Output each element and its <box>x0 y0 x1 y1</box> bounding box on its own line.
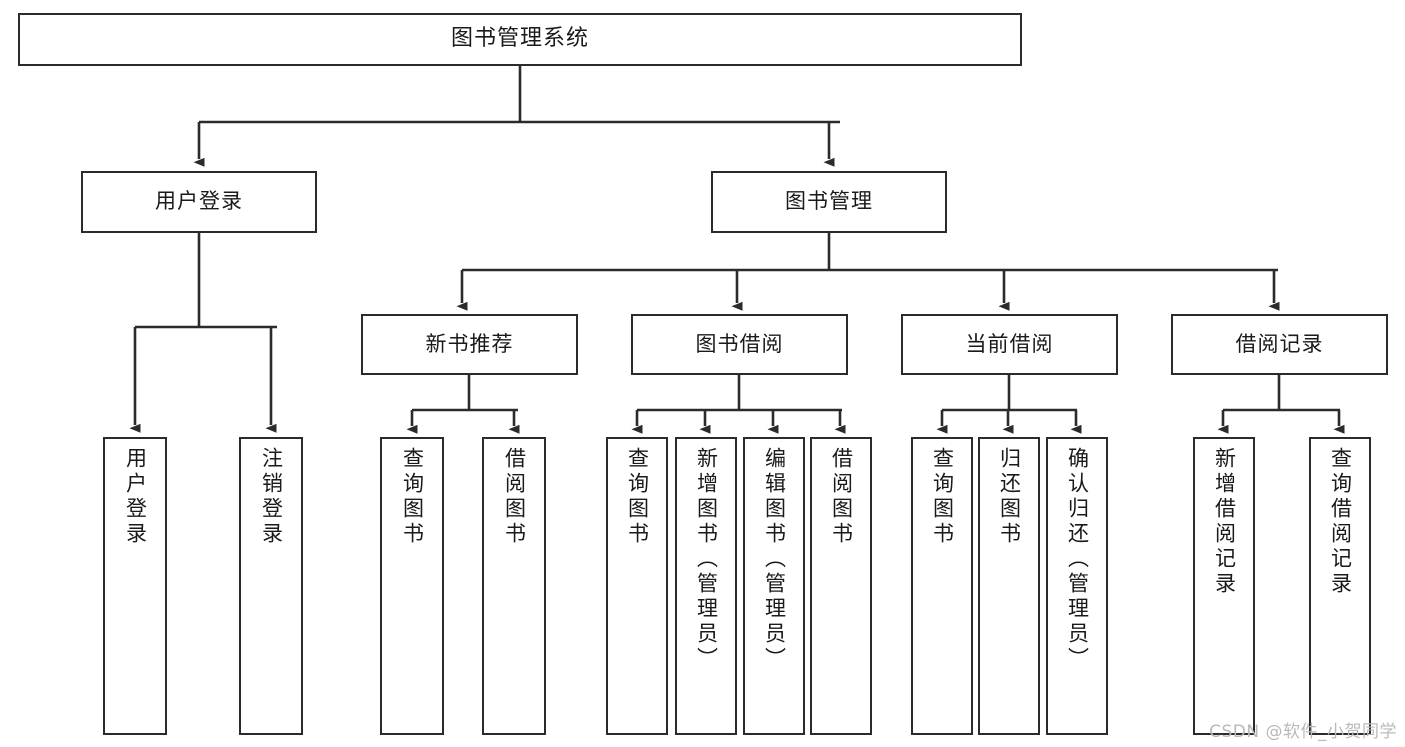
leaf-current-borrow-1[interactable]: 归还图书 <box>978 437 1040 735</box>
leaf-book-borrow-0-label: 查询图书 <box>625 447 650 547</box>
leaf-borrow-records-1-label: 查询借阅记录 <box>1328 447 1353 597</box>
node-book-manage[interactable]: 图书管理 <box>711 171 947 233</box>
leaf-user-login-0-label: 用户登录 <box>123 447 148 547</box>
leaf-current-borrow-2-label: 确认归还（管理员） <box>1065 447 1090 672</box>
leaf-borrow-records-0-label: 新增借阅记录 <box>1212 447 1237 597</box>
leaf-new-book-1-label: 借阅图书 <box>502 447 527 547</box>
leaf-borrow-records-1[interactable]: 查询借阅记录 <box>1309 437 1371 735</box>
node-borrow-records[interactable]: 借阅记录 <box>1171 314 1388 375</box>
node-current-borrow-label: 当前借阅 <box>965 331 1054 356</box>
leaf-user-login-1-label: 注销登录 <box>259 447 284 547</box>
node-root[interactable]: 图书管理系统 <box>18 13 1022 66</box>
leaf-book-borrow-3-label: 借阅图书 <box>829 447 854 547</box>
leaf-book-borrow-1-label: 新增图书（管理员） <box>694 447 719 672</box>
leaf-book-borrow-3[interactable]: 借阅图书 <box>810 437 872 735</box>
node-root-label: 图书管理系统 <box>450 26 589 52</box>
leaf-new-book-1[interactable]: 借阅图书 <box>482 437 546 735</box>
leaf-current-borrow-0-label: 查询图书 <box>930 447 955 547</box>
leaf-book-borrow-1[interactable]: 新增图书（管理员） <box>675 437 737 735</box>
node-user-login-label: 用户登录 <box>155 189 243 214</box>
leaf-new-book-0[interactable]: 查询图书 <box>380 437 444 735</box>
node-user-login[interactable]: 用户登录 <box>81 171 317 233</box>
node-book-borrow-label: 图书借阅 <box>695 331 784 356</box>
node-new-book-recommend[interactable]: 新书推荐 <box>361 314 578 375</box>
leaf-borrow-records-0[interactable]: 新增借阅记录 <box>1193 437 1255 735</box>
node-new-book-recommend-label: 新书推荐 <box>425 331 514 356</box>
leaf-user-login-1[interactable]: 注销登录 <box>239 437 303 735</box>
leaf-current-borrow-1-label: 归还图书 <box>997 447 1022 547</box>
leaf-book-borrow-0[interactable]: 查询图书 <box>606 437 668 735</box>
leaf-user-login-0[interactable]: 用户登录 <box>103 437 167 735</box>
csdn-watermark: CSDN @软件_小贺同学 <box>1209 722 1397 742</box>
leaf-book-borrow-2[interactable]: 编辑图书（管理员） <box>743 437 805 735</box>
leaf-new-book-0-label: 查询图书 <box>400 447 425 547</box>
node-book-borrow[interactable]: 图书借阅 <box>631 314 848 375</box>
leaf-current-borrow-0[interactable]: 查询图书 <box>911 437 973 735</box>
node-book-manage-label: 图书管理 <box>785 189 873 214</box>
leaf-current-borrow-2[interactable]: 确认归还（管理员） <box>1046 437 1108 735</box>
leaf-book-borrow-2-label: 编辑图书（管理员） <box>762 447 787 672</box>
node-current-borrow[interactable]: 当前借阅 <box>901 314 1118 375</box>
node-borrow-records-label: 借阅记录 <box>1235 331 1324 356</box>
